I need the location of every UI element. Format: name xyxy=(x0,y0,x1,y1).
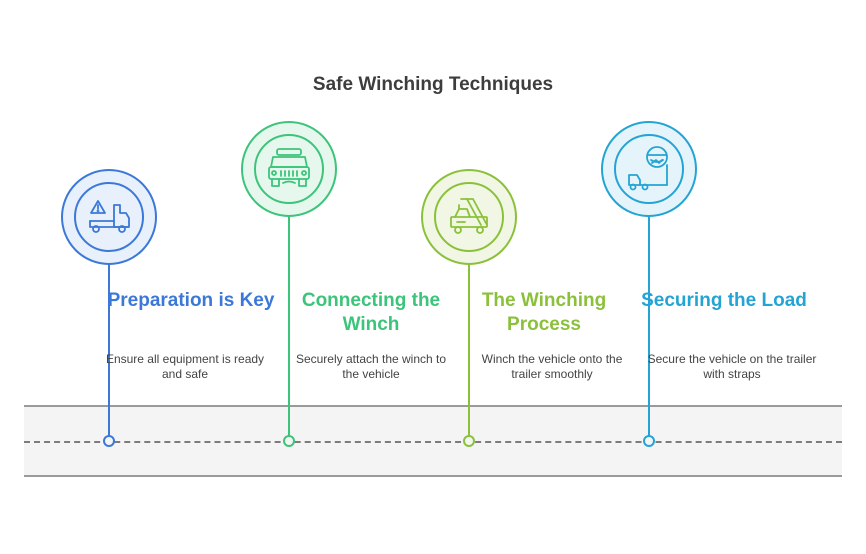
road-marker xyxy=(283,435,295,447)
step-title: Securing the Load xyxy=(641,290,807,311)
step-title: The Winching Process xyxy=(481,290,607,335)
road-center-line xyxy=(24,441,842,443)
jeep-front-icon xyxy=(268,148,310,187)
step-stem xyxy=(108,264,110,436)
step-title: Preparation is Key xyxy=(107,290,275,311)
step-badge xyxy=(601,121,697,217)
step-description: Securely attach the winch to the vehicle xyxy=(295,352,447,381)
road-marker xyxy=(103,435,115,447)
road-marker xyxy=(643,435,655,447)
step-badge xyxy=(421,169,517,265)
step-description: Winch the vehicle onto the trailer smoot… xyxy=(481,352,623,381)
step-stem xyxy=(468,264,470,436)
driver-helmet-truck-icon xyxy=(628,146,668,191)
step-badge xyxy=(61,169,157,265)
step-description: Ensure all equipment is ready and safe xyxy=(105,352,265,381)
step-title: Connecting the Winch xyxy=(301,290,441,335)
step-stem xyxy=(288,216,290,436)
step-description: Secure the vehicle on the trailer with s… xyxy=(647,352,817,381)
road-marker xyxy=(463,435,475,447)
road xyxy=(24,405,842,477)
step-badge xyxy=(241,121,337,217)
diagram-title: Safe Winching Techniques xyxy=(312,74,554,95)
tow-ramp-icon xyxy=(450,198,488,234)
truck-warning-icon xyxy=(89,200,130,233)
step-stem xyxy=(648,216,650,436)
